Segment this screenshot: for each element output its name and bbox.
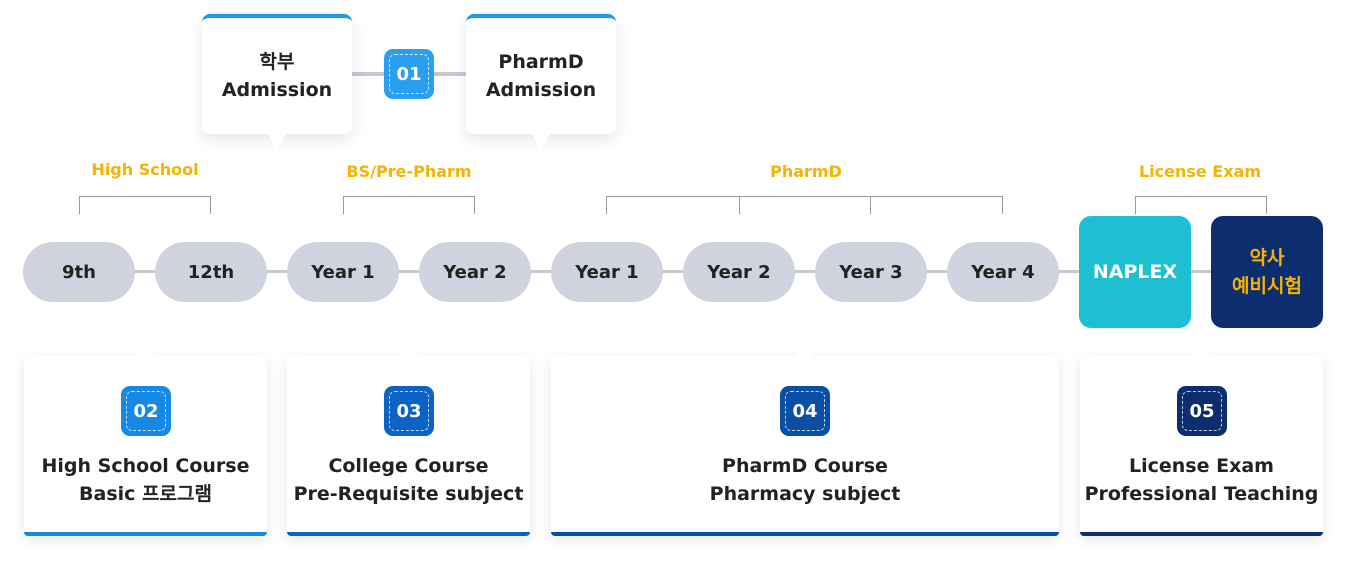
timeline-step-12th: 12th — [155, 242, 267, 302]
card-license-exam: 05 License Exam Professional Teaching — [1080, 340, 1323, 536]
card-high-school-subtitle: Basic 프로그램 — [79, 483, 212, 505]
step-badge-02-label: 02 — [133, 400, 159, 422]
pharmd-admission-line1: PharmD — [498, 51, 584, 73]
step-badge-01-label: 01 — [396, 63, 422, 85]
card-accent-bar — [287, 532, 530, 536]
card-accent-bar — [24, 532, 267, 536]
card-license-title: License Exam — [1129, 455, 1274, 477]
bracket-high-school — [79, 196, 211, 214]
step-badge-03-label: 03 — [396, 400, 422, 422]
card-college-course: 03 College Course Pre-Requisite subject — [287, 340, 530, 536]
naplex-label: NAPLEX — [1092, 261, 1178, 283]
step-badge-01: 01 — [384, 49, 434, 99]
prelim-exam-line1: 약사 — [1249, 247, 1285, 269]
timeline-step-pharmd-year1: Year 1 — [551, 242, 663, 302]
undergrad-admission-line2: Admission — [221, 79, 333, 101]
timeline-step-pharmd-year3: Year 3 — [815, 242, 927, 302]
step-badge-03: 03 — [384, 386, 434, 436]
undergrad-admission-line1: 학부 — [259, 51, 295, 73]
card-college-subtitle: Pre-Requisite subject — [293, 483, 524, 505]
timeline-step-bs-year2: Year 2 — [419, 242, 531, 302]
card-pharmd-subtitle: Pharmacy subject — [709, 483, 901, 505]
bracket-pharmd — [606, 196, 1003, 214]
timeline-step-pharmd-year2: Year 2 — [683, 242, 795, 302]
pharmd-admission-line2: Admission — [485, 79, 597, 101]
undergrad-admission-box: 학부 Admission — [202, 14, 352, 150]
card-pharmd-course: 04 PharmD Course Pharmacy subject — [551, 340, 1059, 536]
card-high-school-title: High School Course — [41, 455, 250, 477]
step-badge-05-label: 05 — [1189, 400, 1215, 422]
pharmd-admission-box: PharmD Admission — [466, 14, 616, 150]
prelim-exam-line2: 예비시험 — [1232, 275, 1302, 297]
undergrad-admission-pointer — [268, 134, 286, 150]
timeline-line — [80, 270, 1260, 273]
step-badge-04-label: 04 — [792, 400, 818, 422]
card-college-title: College Course — [328, 455, 489, 477]
card-pointer — [400, 340, 418, 356]
card-pointer — [137, 340, 155, 356]
card-pointer — [1193, 340, 1211, 356]
card-accent-bar — [551, 532, 1059, 536]
category-pharmd: PharmD — [770, 162, 842, 181]
card-accent-bar — [1080, 532, 1323, 536]
category-high-school: High School — [91, 160, 199, 179]
card-license-subtitle: Professional Teaching — [1084, 483, 1319, 505]
prelim-exam-step: 약사 예비시험 — [1211, 216, 1323, 328]
bracket-bs-prepharm — [343, 196, 475, 214]
step-badge-05: 05 — [1177, 386, 1227, 436]
pharmd-admission-pointer — [532, 134, 550, 150]
bracket-pharmd-tick — [739, 196, 740, 214]
card-pointer — [796, 340, 814, 356]
step-badge-02: 02 — [121, 386, 171, 436]
bracket-license-exam — [1135, 196, 1267, 214]
step-badge-04: 04 — [780, 386, 830, 436]
card-high-school-course: 02 High School Course Basic 프로그램 — [24, 340, 267, 536]
category-bs-prepharm: BS/Pre-Pharm — [346, 162, 472, 181]
timeline-step-pharmd-year4: Year 4 — [947, 242, 1059, 302]
category-license-exam: License Exam — [1138, 162, 1262, 181]
bracket-pharmd-tick — [870, 196, 871, 214]
timeline-step-bs-year1: Year 1 — [287, 242, 399, 302]
timeline-step-9th: 9th — [23, 242, 135, 302]
naplex-step: NAPLEX — [1079, 216, 1191, 328]
card-pharmd-title: PharmD Course — [722, 455, 888, 477]
